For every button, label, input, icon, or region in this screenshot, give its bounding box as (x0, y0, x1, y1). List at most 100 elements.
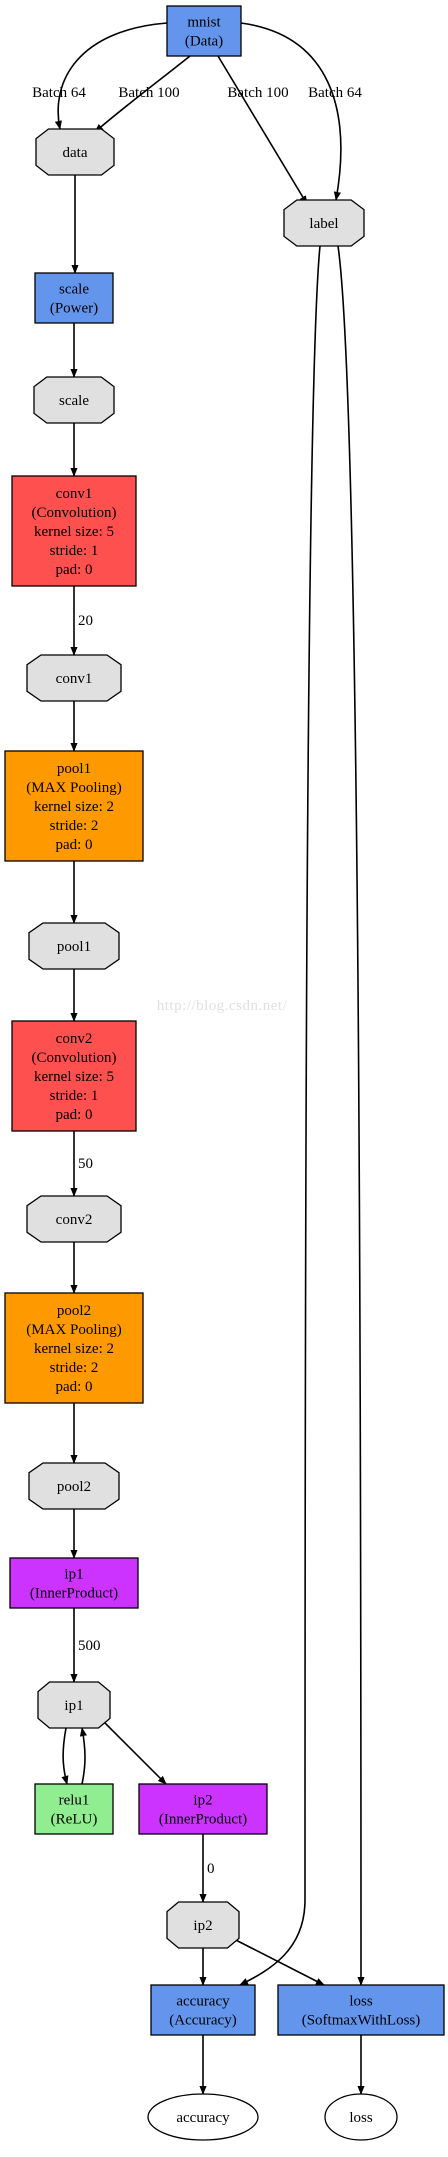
node-label-line: conv1 (56, 486, 93, 502)
node-label-line: pool2 (57, 1303, 91, 1319)
layer-box (4, 750, 144, 862)
node-label-line: (Convolution) (32, 505, 117, 521)
node-label-line: conv2 (56, 1212, 93, 1228)
node-mnist: mnist (Data) (166, 5, 242, 57)
node-label-line: (ReLU) (51, 1812, 98, 1828)
node-pool2-layer: pool2 (MAX Pooling) kernel size: 2 stride: … (4, 1292, 144, 1404)
node-pool1-layer: pool1 (MAX Pooling) kernel size: 2 stride: … (4, 750, 144, 862)
node-label-line: stride: 1 (50, 1088, 99, 1104)
node-accuracy-out: accuracy (147, 2093, 259, 2141)
edge-mnist-to-data_blob (54, 22, 168, 130)
node-label-line: conv2 (56, 1031, 93, 1047)
edge-label: 20 (78, 613, 93, 629)
node-label-line: (Data) (185, 34, 223, 50)
node-ip1-layer: ip1(InnerProduct) (9, 1557, 139, 1609)
node-ip1-blob: ip1 (37, 1681, 111, 1729)
blob-octagon (37, 1681, 111, 1729)
node-label-line: kernel size: 2 (34, 1341, 114, 1357)
edge-mnist-to-label_blob (240, 22, 342, 201)
edge-mnist-to-label_blob (217, 55, 308, 205)
node-conv1-blob: conv1 (26, 654, 122, 702)
node-label-line: pad: 0 (55, 562, 92, 578)
edge-relu1_layer-to-ip1_blob (79, 1727, 87, 1785)
node-label-line: (InnerProduct) (30, 1586, 118, 1602)
blob-octagon (26, 1195, 122, 1243)
node-label-line: (Accuracy) (169, 2013, 236, 2029)
node-label-line: loss (349, 2110, 373, 2126)
node-label-line: pad: 0 (55, 1379, 92, 1395)
edge-mnist-to-data_blob (94, 55, 191, 133)
edge-ip1_blob-to-ip2_layer (97, 1715, 167, 1785)
node-label-line: mnist (187, 15, 221, 31)
node-conv2-blob: conv2 (26, 1195, 122, 1243)
layer-box (277, 1984, 445, 2036)
edge-label: Batch 64 (32, 85, 86, 101)
edge-label_blob-to-accuracy_layer (239, 245, 321, 1986)
node-ip2-blob: ip2 (166, 1901, 240, 1949)
node-data-blob: data (35, 128, 115, 176)
node-label-line: pad: 0 (55, 837, 92, 853)
node-label-line: ip2 (193, 1918, 212, 1934)
node-relu1-layer: relu1 (ReLU) (34, 1783, 114, 1835)
node-label-line: stride: 1 (50, 543, 99, 559)
layer-box (150, 1984, 256, 2036)
node-label-line: kernel size: 5 (34, 1069, 114, 1085)
node-label-line: scale (59, 393, 89, 409)
edge-label: Batch 100 (118, 85, 179, 101)
node-label-line: scale (59, 282, 89, 298)
node-loss-layer: loss(SoftmaxWithLoss) (277, 1984, 445, 2036)
node-ip2-layer: ip2 (InnerProduct) (138, 1783, 268, 1835)
edge-label: 50 (78, 1156, 93, 1172)
node-label-line: label (309, 216, 338, 232)
layer-box (166, 5, 242, 57)
blob-octagon (166, 1901, 240, 1949)
blob-octagon (283, 199, 365, 247)
edge-ip1_blob-to-relu1_layer (61, 1727, 69, 1785)
node-label-line: pool1 (57, 761, 91, 777)
node-label-line: (MAX Pooling) (26, 780, 121, 796)
nodes-layer: mnist (Data) data label scale (Power) scale con… (4, 5, 445, 2141)
node-label-line: ip1 (64, 1698, 83, 1714)
node-pool2-blob: pool2 (28, 1462, 120, 1510)
layer-box (138, 1783, 268, 1835)
blob-octagon (28, 922, 120, 970)
node-label-line: ip2 (193, 1793, 212, 1809)
node-loss-out: loss (324, 2093, 398, 2141)
blob-octagon (26, 654, 122, 702)
node-scale-blob: scale (33, 376, 115, 424)
layer-box (4, 1292, 144, 1404)
node-label-line: kernel size: 2 (34, 799, 114, 815)
node-scale-layer: scale (Power) (34, 272, 114, 324)
layer-box (11, 475, 137, 587)
node-label-line: (SoftmaxWithLoss) (302, 2013, 421, 2029)
node-label-line: stride: 2 (50, 1360, 99, 1376)
node-label-line: relu1 (59, 1793, 90, 1809)
node-label-line: pool2 (57, 1479, 91, 1495)
node-label-blob: label (283, 199, 365, 247)
node-label-line: data (63, 145, 88, 161)
node-label-line: (Convolution) (32, 1050, 117, 1066)
node-label-line: stride: 2 (50, 818, 99, 834)
edge-label_blob-to-loss_layer (337, 245, 365, 1986)
watermark-text: http://blog.csdn.net/ (157, 998, 288, 1014)
node-label-line: (MAX Pooling) (26, 1322, 121, 1338)
output-ellipse (147, 2093, 259, 2141)
layer-box (11, 1020, 137, 1132)
edge-label: 0 (207, 1861, 215, 1877)
node-label-line: kernel size: 5 (34, 524, 114, 540)
node-accuracy-layer: accuracy(Accuracy) (150, 1984, 256, 2036)
node-label-line: pool1 (57, 939, 91, 955)
edge-label: 500 (78, 1638, 101, 1654)
blob-octagon (28, 1462, 120, 1510)
output-ellipse (324, 2093, 398, 2141)
layer-box (9, 1557, 139, 1609)
node-pool1-blob: pool1 (28, 922, 120, 970)
blob-octagon (35, 128, 115, 176)
node-label-line: pad: 0 (55, 1107, 92, 1123)
blob-octagon (33, 376, 115, 424)
layer-box (34, 1783, 114, 1835)
node-label-line: (InnerProduct) (159, 1812, 247, 1828)
node-label-line: (Power) (50, 301, 98, 317)
layer-box (34, 272, 114, 324)
